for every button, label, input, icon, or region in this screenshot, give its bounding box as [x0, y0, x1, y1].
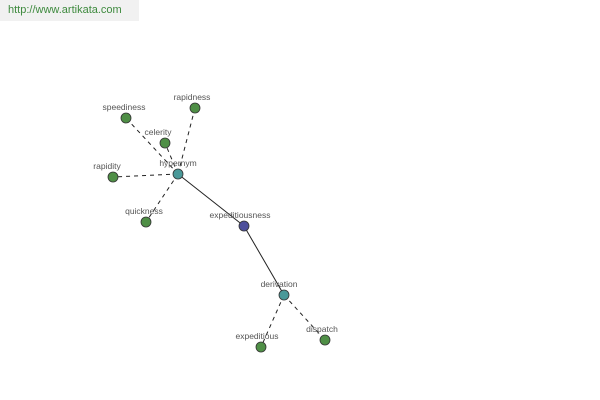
node-dispatch[interactable]: dispatch [306, 324, 338, 346]
edge-expeditiousness-derivation [243, 225, 285, 296]
node-label-hypernym: hypernym [159, 158, 196, 168]
node-label-expeditious: expeditious [235, 331, 278, 341]
node-expeditious[interactable]: expeditious [235, 331, 279, 353]
node-circle-dispatch[interactable] [319, 334, 331, 346]
node-circle-quickness[interactable] [140, 216, 152, 228]
edge-derivation-dispatch [283, 294, 326, 341]
source-link[interactable]: http://www.artikata.com [8, 4, 122, 16]
node-label-speediness: speediness [102, 102, 145, 112]
edge-hypernym-rapidity [112, 173, 179, 178]
node-label-celerity: celerity [145, 127, 173, 137]
node-label-expeditiousness: expeditiousness [210, 210, 271, 220]
node-circle-hypernym[interactable] [172, 168, 184, 180]
nodes-layer: expeditiousness hypernym derivation speedin… [93, 92, 338, 353]
edge-hypernym-expeditiousness [177, 173, 245, 227]
edges-layer [112, 107, 326, 348]
node-derivation[interactable]: derivation [261, 279, 298, 301]
node-label-rapidness: rapidness [174, 92, 211, 102]
node-circle-derivation[interactable] [278, 289, 290, 301]
node-label-quickness: quickness [125, 206, 163, 216]
node-circle-expeditious[interactable] [255, 341, 267, 353]
node-circle-celerity[interactable] [159, 137, 171, 149]
source-banner: http://www.artikata.com [0, 0, 139, 21]
node-rapidness[interactable]: rapidness [174, 92, 211, 114]
node-label-derivation: derivation [261, 279, 298, 289]
edge-hypernym-rapidness [177, 107, 196, 175]
node-circle-speediness[interactable] [120, 112, 132, 124]
edge-hypernym-celerity [164, 142, 179, 175]
node-quickness[interactable]: quickness [125, 206, 163, 228]
edge-hypernym-quickness [145, 173, 179, 223]
node-celerity[interactable]: celerity [145, 127, 173, 149]
node-label-dispatch: dispatch [306, 324, 338, 334]
node-hypernym[interactable]: hypernym [159, 158, 197, 180]
node-rapidity[interactable]: rapidity [93, 161, 121, 183]
edge-derivation-expeditious [260, 294, 285, 348]
node-speediness[interactable]: speediness [102, 102, 146, 124]
node-circle-rapidness[interactable] [189, 102, 201, 114]
node-expeditiousness[interactable]: expeditiousness [210, 210, 271, 232]
node-label-rapidity: rapidity [93, 161, 121, 171]
node-circle-expeditiousness[interactable] [238, 220, 250, 232]
node-circle-rapidity[interactable] [107, 171, 119, 183]
